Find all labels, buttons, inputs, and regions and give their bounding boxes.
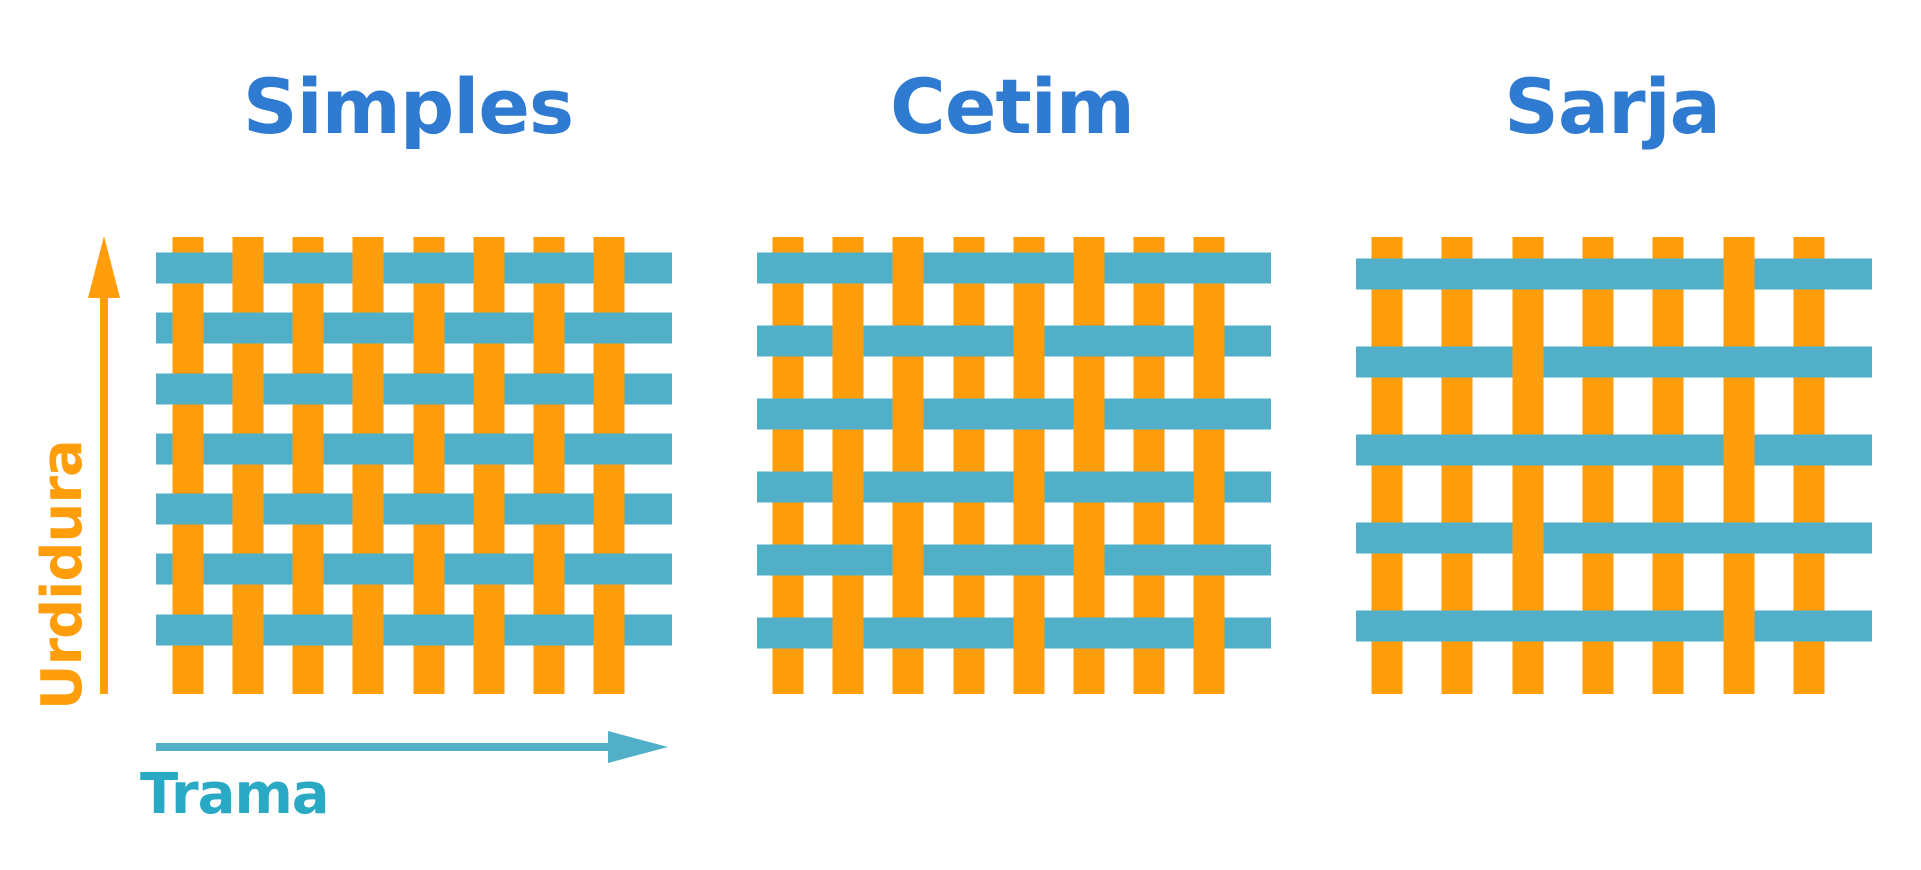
warp-over-crossing (352, 251, 384, 285)
weft-thread (757, 252, 1271, 284)
warp-over-crossing (1013, 470, 1045, 504)
warp-over-crossing (533, 311, 565, 345)
warp-over-crossing (1723, 257, 1755, 291)
warp-over-crossing (352, 492, 384, 526)
warp-over-crossing (232, 613, 264, 647)
weft-thread (757, 544, 1271, 576)
weft-thread (1356, 258, 1872, 290)
warp-over-crossing (473, 372, 505, 406)
weft-arrow-shaft (156, 743, 616, 751)
warp-over-crossing (1073, 397, 1105, 431)
warp-over-crossing (172, 432, 204, 466)
warp-over-crossing (1723, 609, 1755, 643)
warp-over-crossing (533, 432, 565, 466)
axes-arrows (88, 236, 668, 763)
warp-over-crossing (832, 616, 864, 650)
warp-arrow-shaft (100, 290, 108, 694)
warp-over-crossing (533, 552, 565, 586)
warp-over-crossing (1512, 521, 1544, 555)
warp-over-crossing (593, 372, 625, 406)
warp-over-crossing (593, 613, 625, 647)
warp-over-crossing (892, 251, 924, 285)
satin-weave-pattern (757, 237, 1271, 694)
warp-over-crossing (832, 324, 864, 358)
warp-over-crossing (473, 492, 505, 526)
warp-over-crossing (413, 552, 445, 586)
warp-over-crossing (413, 311, 445, 345)
panel-title-simples: Simples (242, 62, 574, 151)
weft-axis-label: Trama (140, 762, 330, 827)
warp-over-crossing (1073, 543, 1105, 577)
warp-over-crossing (172, 311, 204, 345)
warp-over-crossing (1013, 616, 1045, 650)
warp-axis-label: Urdidura (30, 440, 95, 710)
warp-over-crossing (1723, 433, 1755, 467)
warp-over-crossing (832, 470, 864, 504)
weft-thread (1356, 522, 1872, 554)
weft-thread (1356, 610, 1872, 642)
warp-over-crossing (352, 372, 384, 406)
warp-over-crossing (892, 543, 924, 577)
warp-over-crossing (1512, 345, 1544, 379)
warp-over-crossing (292, 432, 324, 466)
warp-over-crossing (352, 613, 384, 647)
arrow-right-icon (608, 731, 668, 763)
warp-over-crossing (473, 251, 505, 285)
weft-thread (1356, 346, 1872, 378)
plain-weave-pattern (156, 237, 672, 694)
warp-over-crossing (473, 613, 505, 647)
warp-over-crossing (232, 372, 264, 406)
warp-over-crossing (593, 251, 625, 285)
warp-over-crossing (232, 251, 264, 285)
panel-title-cetim: Cetim (890, 62, 1135, 151)
warp-over-crossing (1013, 324, 1045, 358)
panel-title-sarja: Sarja (1504, 62, 1721, 151)
warp-over-crossing (413, 432, 445, 466)
warp-over-crossing (1073, 251, 1105, 285)
twill-weave-pattern (1356, 237, 1872, 694)
warp-over-crossing (172, 552, 204, 586)
warp-over-crossing (892, 397, 924, 431)
weft-thread (757, 398, 1271, 430)
warp-over-crossing (1193, 470, 1225, 504)
warp-over-crossing (292, 311, 324, 345)
warp-over-crossing (593, 492, 625, 526)
arrow-up-icon (88, 236, 120, 298)
warp-over-crossing (232, 492, 264, 526)
warp-over-crossing (1193, 324, 1225, 358)
weft-thread (1356, 434, 1872, 466)
warp-over-crossing (1193, 616, 1225, 650)
warp-over-crossing (292, 552, 324, 586)
